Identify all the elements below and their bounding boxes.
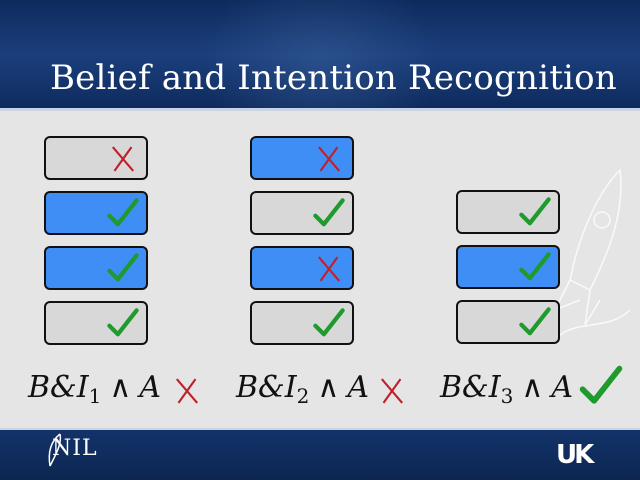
formula-rhs: A: [551, 370, 573, 405]
formula-label: B&I2 ∧A: [236, 370, 369, 408]
result-cross-icon: [380, 378, 404, 404]
cross-icon: [317, 146, 341, 172]
result-cross-icon: [175, 378, 199, 404]
status-box: [250, 301, 354, 345]
slide-title: Belief and Intention Recognition: [50, 58, 617, 98]
formula-subscript: 3: [500, 384, 514, 408]
formula-subscript: 1: [88, 384, 102, 408]
slide-footer: [0, 430, 640, 480]
formula-rhs: A: [139, 370, 161, 405]
status-box: [250, 246, 354, 290]
status-box: [456, 300, 560, 344]
status-box: [44, 191, 148, 235]
status-box: [456, 245, 560, 289]
check-icon: [519, 307, 551, 336]
status-box: [44, 246, 148, 290]
formula-label: B&I1 ∧A: [28, 370, 161, 408]
rocket-sketch-icon: [553, 168, 631, 336]
check-icon: [107, 253, 139, 282]
formula-subscript: 2: [296, 384, 310, 408]
feather-icon: [48, 433, 62, 467]
check-icon: [107, 308, 139, 337]
check-icon: [313, 198, 345, 227]
formula-base: B&I: [236, 370, 297, 405]
formula-base: B&I: [440, 370, 501, 405]
check-icon: [519, 252, 551, 281]
formula-rhs: A: [347, 370, 369, 405]
formula-operator: ∧: [521, 370, 544, 405]
status-box: [44, 136, 148, 180]
cross-icon: [111, 146, 135, 172]
status-box: [44, 301, 148, 345]
footer-divider: [0, 428, 640, 430]
slide-header: [0, 0, 640, 160]
uk-logo: UK: [556, 440, 594, 470]
formula-label: B&I3 ∧A: [440, 370, 573, 408]
formula-base: B&I: [28, 370, 89, 405]
check-icon: [313, 308, 345, 337]
header-divider: [0, 108, 640, 111]
formula-operator: ∧: [317, 370, 340, 405]
result-check-icon: [579, 365, 623, 404]
nil-logo: NIL: [52, 436, 98, 461]
formula-operator: ∧: [109, 370, 132, 405]
check-icon: [107, 198, 139, 227]
check-icon: [519, 197, 551, 226]
cross-icon: [317, 256, 341, 282]
status-box: [250, 191, 354, 235]
status-box: [250, 136, 354, 180]
status-box: [456, 190, 560, 234]
